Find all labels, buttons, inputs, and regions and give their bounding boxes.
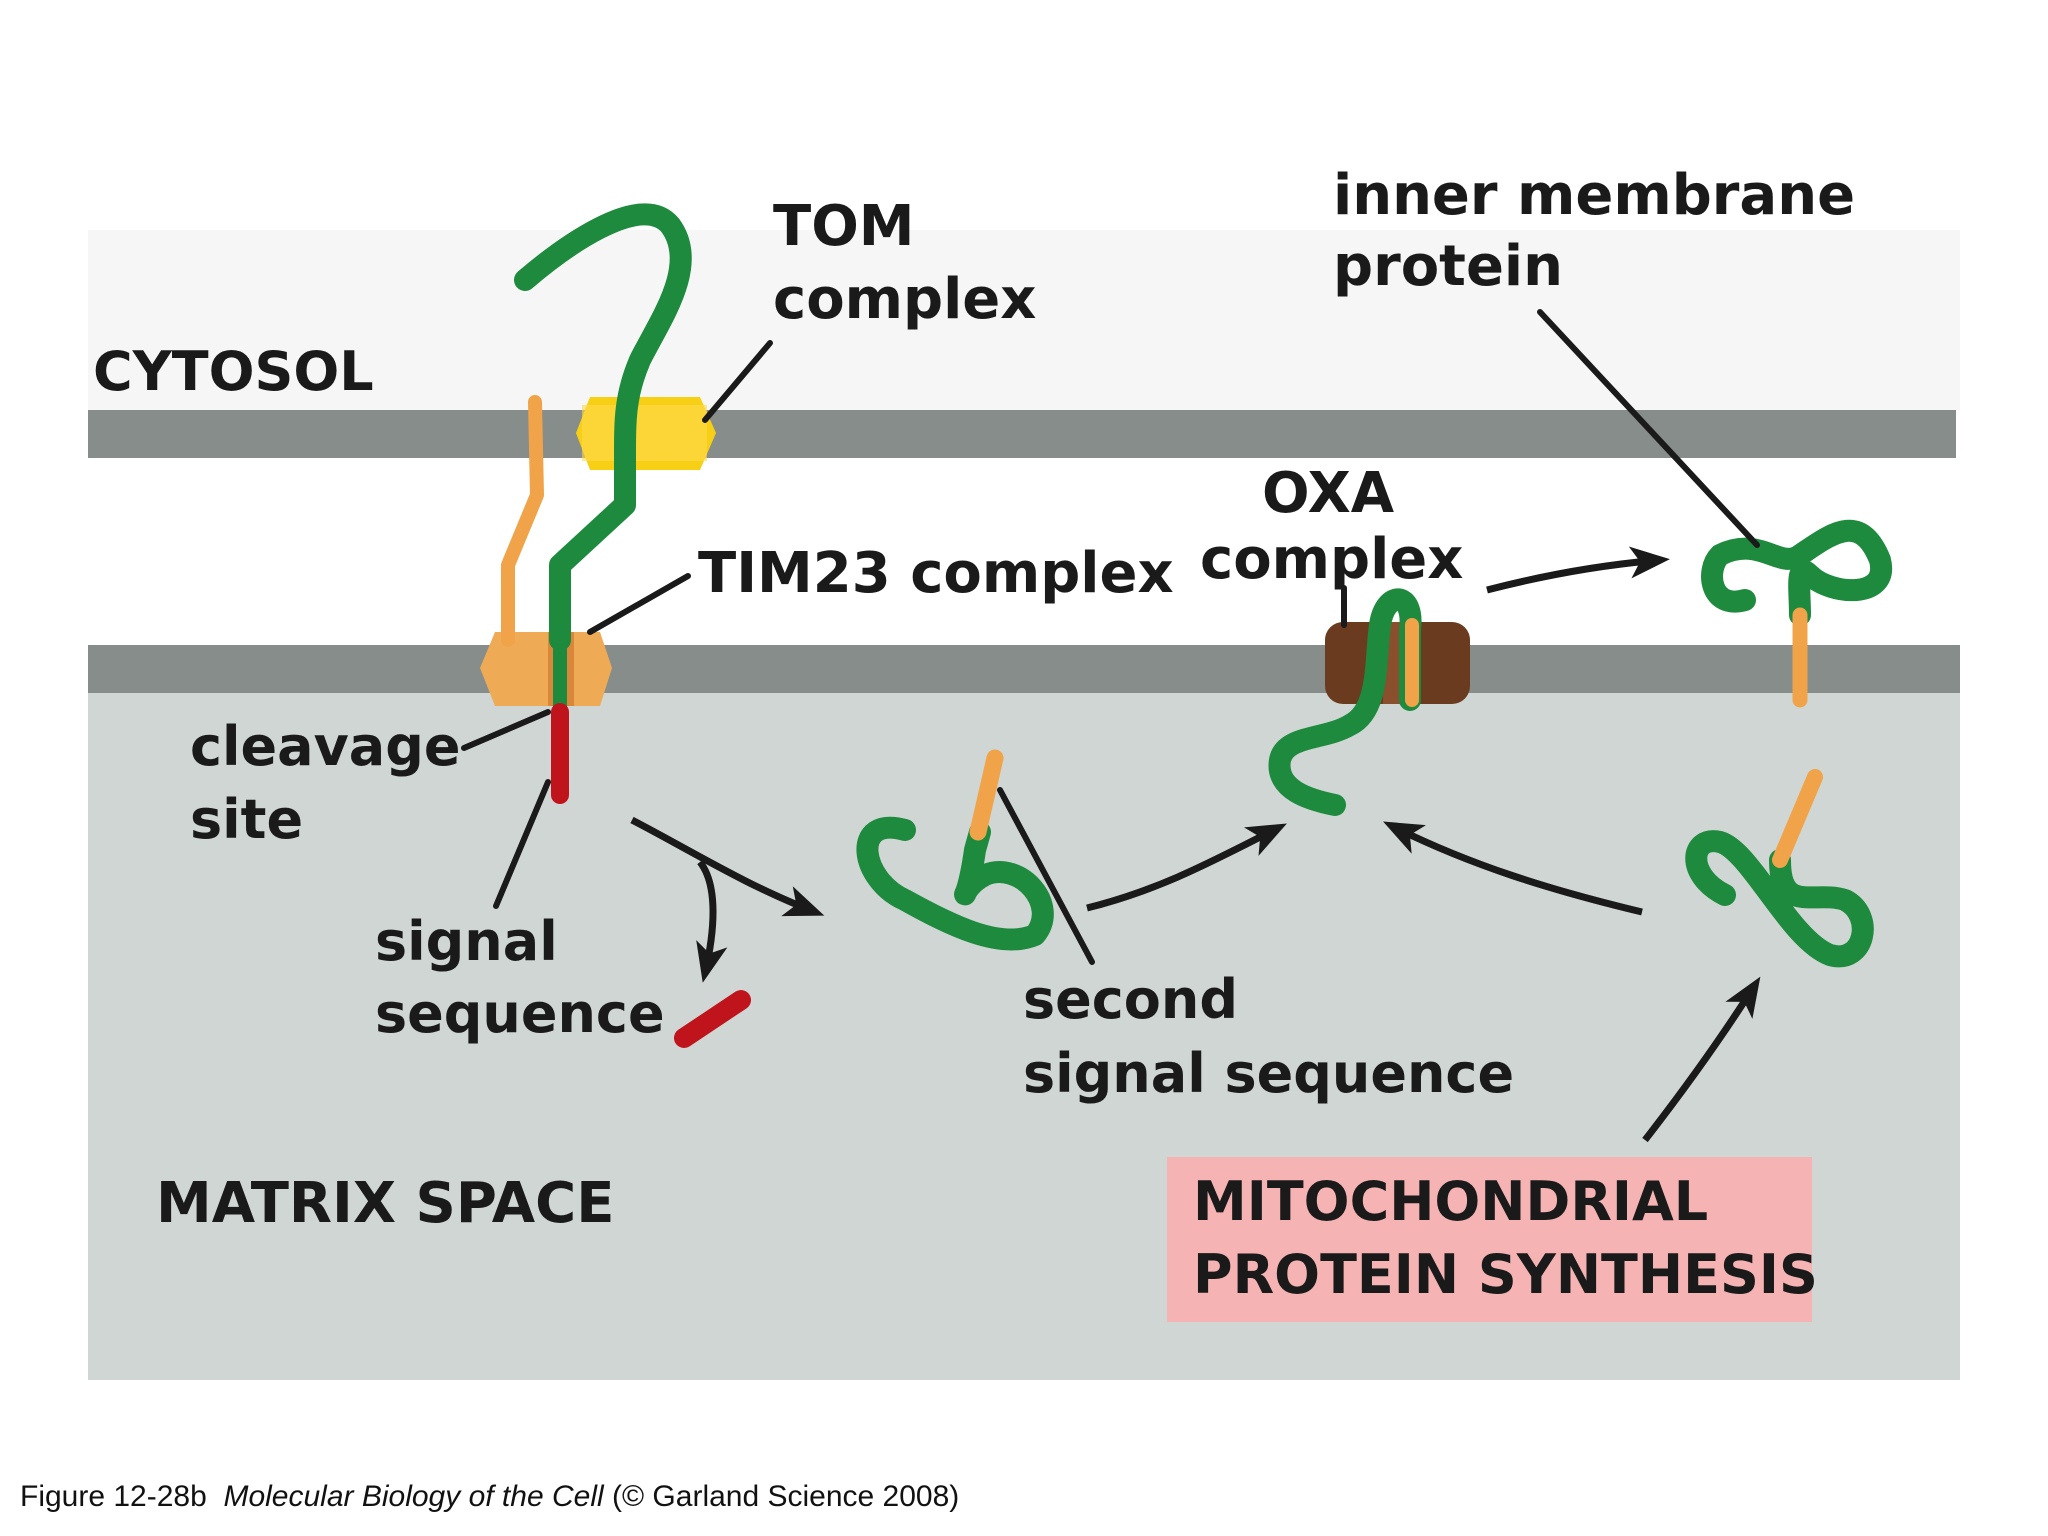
matrix-synthesized-protein: [1685, 830, 1874, 968]
signal-label-line2: sequence: [375, 982, 665, 1045]
arrow-matrix-protein-to-oxa: [1383, 821, 1643, 916]
arrow-cleave-signal: [696, 859, 728, 983]
translocating-orange-segment: [501, 395, 544, 647]
figure-caption: Figure 12-28b Molecular Biology of the C…: [20, 1480, 959, 1514]
cleavage-label-line1: cleavage: [190, 715, 461, 778]
second-signal-sequence-segment: [969, 749, 1004, 841]
caption-credit: (© Garland Science 2008): [612, 1480, 960, 1513]
outer-membrane: [88, 410, 1956, 458]
oxa-label-line2: complex: [1200, 527, 1463, 592]
arrow-to-oxa: [1086, 823, 1287, 912]
inner-membrane-label-line1: inner membrane: [1333, 163, 1855, 228]
oxa-inserting-protein: [1268, 588, 1422, 816]
arrow-to-folding: [630, 816, 825, 917]
tom-leader-line: [702, 340, 773, 423]
tom-complex-icon: [576, 397, 716, 470]
tom-label-line1: TOM: [773, 194, 915, 259]
tim23-leader-line: [587, 573, 691, 635]
synthesis-label-line2: PROTEIN SYNTHESIS: [1193, 1243, 1818, 1306]
inner-membrane-protein-chain: [1701, 519, 1893, 626]
inner-protein-leader-line: [1537, 309, 1760, 548]
synthesis-label-line1: MITOCHONDRIAL: [1193, 1170, 1708, 1233]
inner-membrane-label-line2: protein: [1333, 234, 1563, 299]
matrix-space-label: MATRIX SPACE: [156, 1171, 614, 1236]
cleavage-leader-line: [461, 709, 551, 751]
matrix-protein-orange-tail: [1772, 769, 1823, 868]
cytosol-region: [88, 230, 1960, 410]
arrow-synthesis-to-protein: [1642, 976, 1761, 1143]
signal-label-line1: signal: [375, 910, 558, 973]
oxa-complex-icon: [1325, 622, 1470, 704]
protein-chain-icon: [514, 203, 692, 651]
second-signal-leader-line: [997, 787, 1095, 965]
signal-peptide-icon: [674, 990, 751, 1048]
tim23-label: TIM23 complex: [698, 541, 1174, 606]
synthesis-box: [1167, 1157, 1812, 1322]
cytosol-label: CYTOSOL: [93, 340, 374, 403]
second-signal-label-line2: signal sequence: [1023, 1042, 1514, 1105]
oxa-label-line1: OXA: [1262, 461, 1395, 526]
tim23-complex-icon: [480, 632, 612, 706]
cleavage-label-line2: site: [190, 788, 303, 851]
folded-intermediate-protein: [856, 816, 1054, 951]
second-signal-label-line1: second: [1023, 968, 1238, 1031]
inner-membrane: [88, 645, 1960, 693]
arrow-oxa-to-membrane: [1486, 546, 1670, 594]
signal-leader-line: [493, 779, 551, 909]
tom-label-line2: complex: [773, 267, 1036, 332]
caption-book-title: Molecular Biology of the Cell: [223, 1480, 604, 1513]
caption-figure-number: Figure 12-28b: [20, 1480, 207, 1513]
